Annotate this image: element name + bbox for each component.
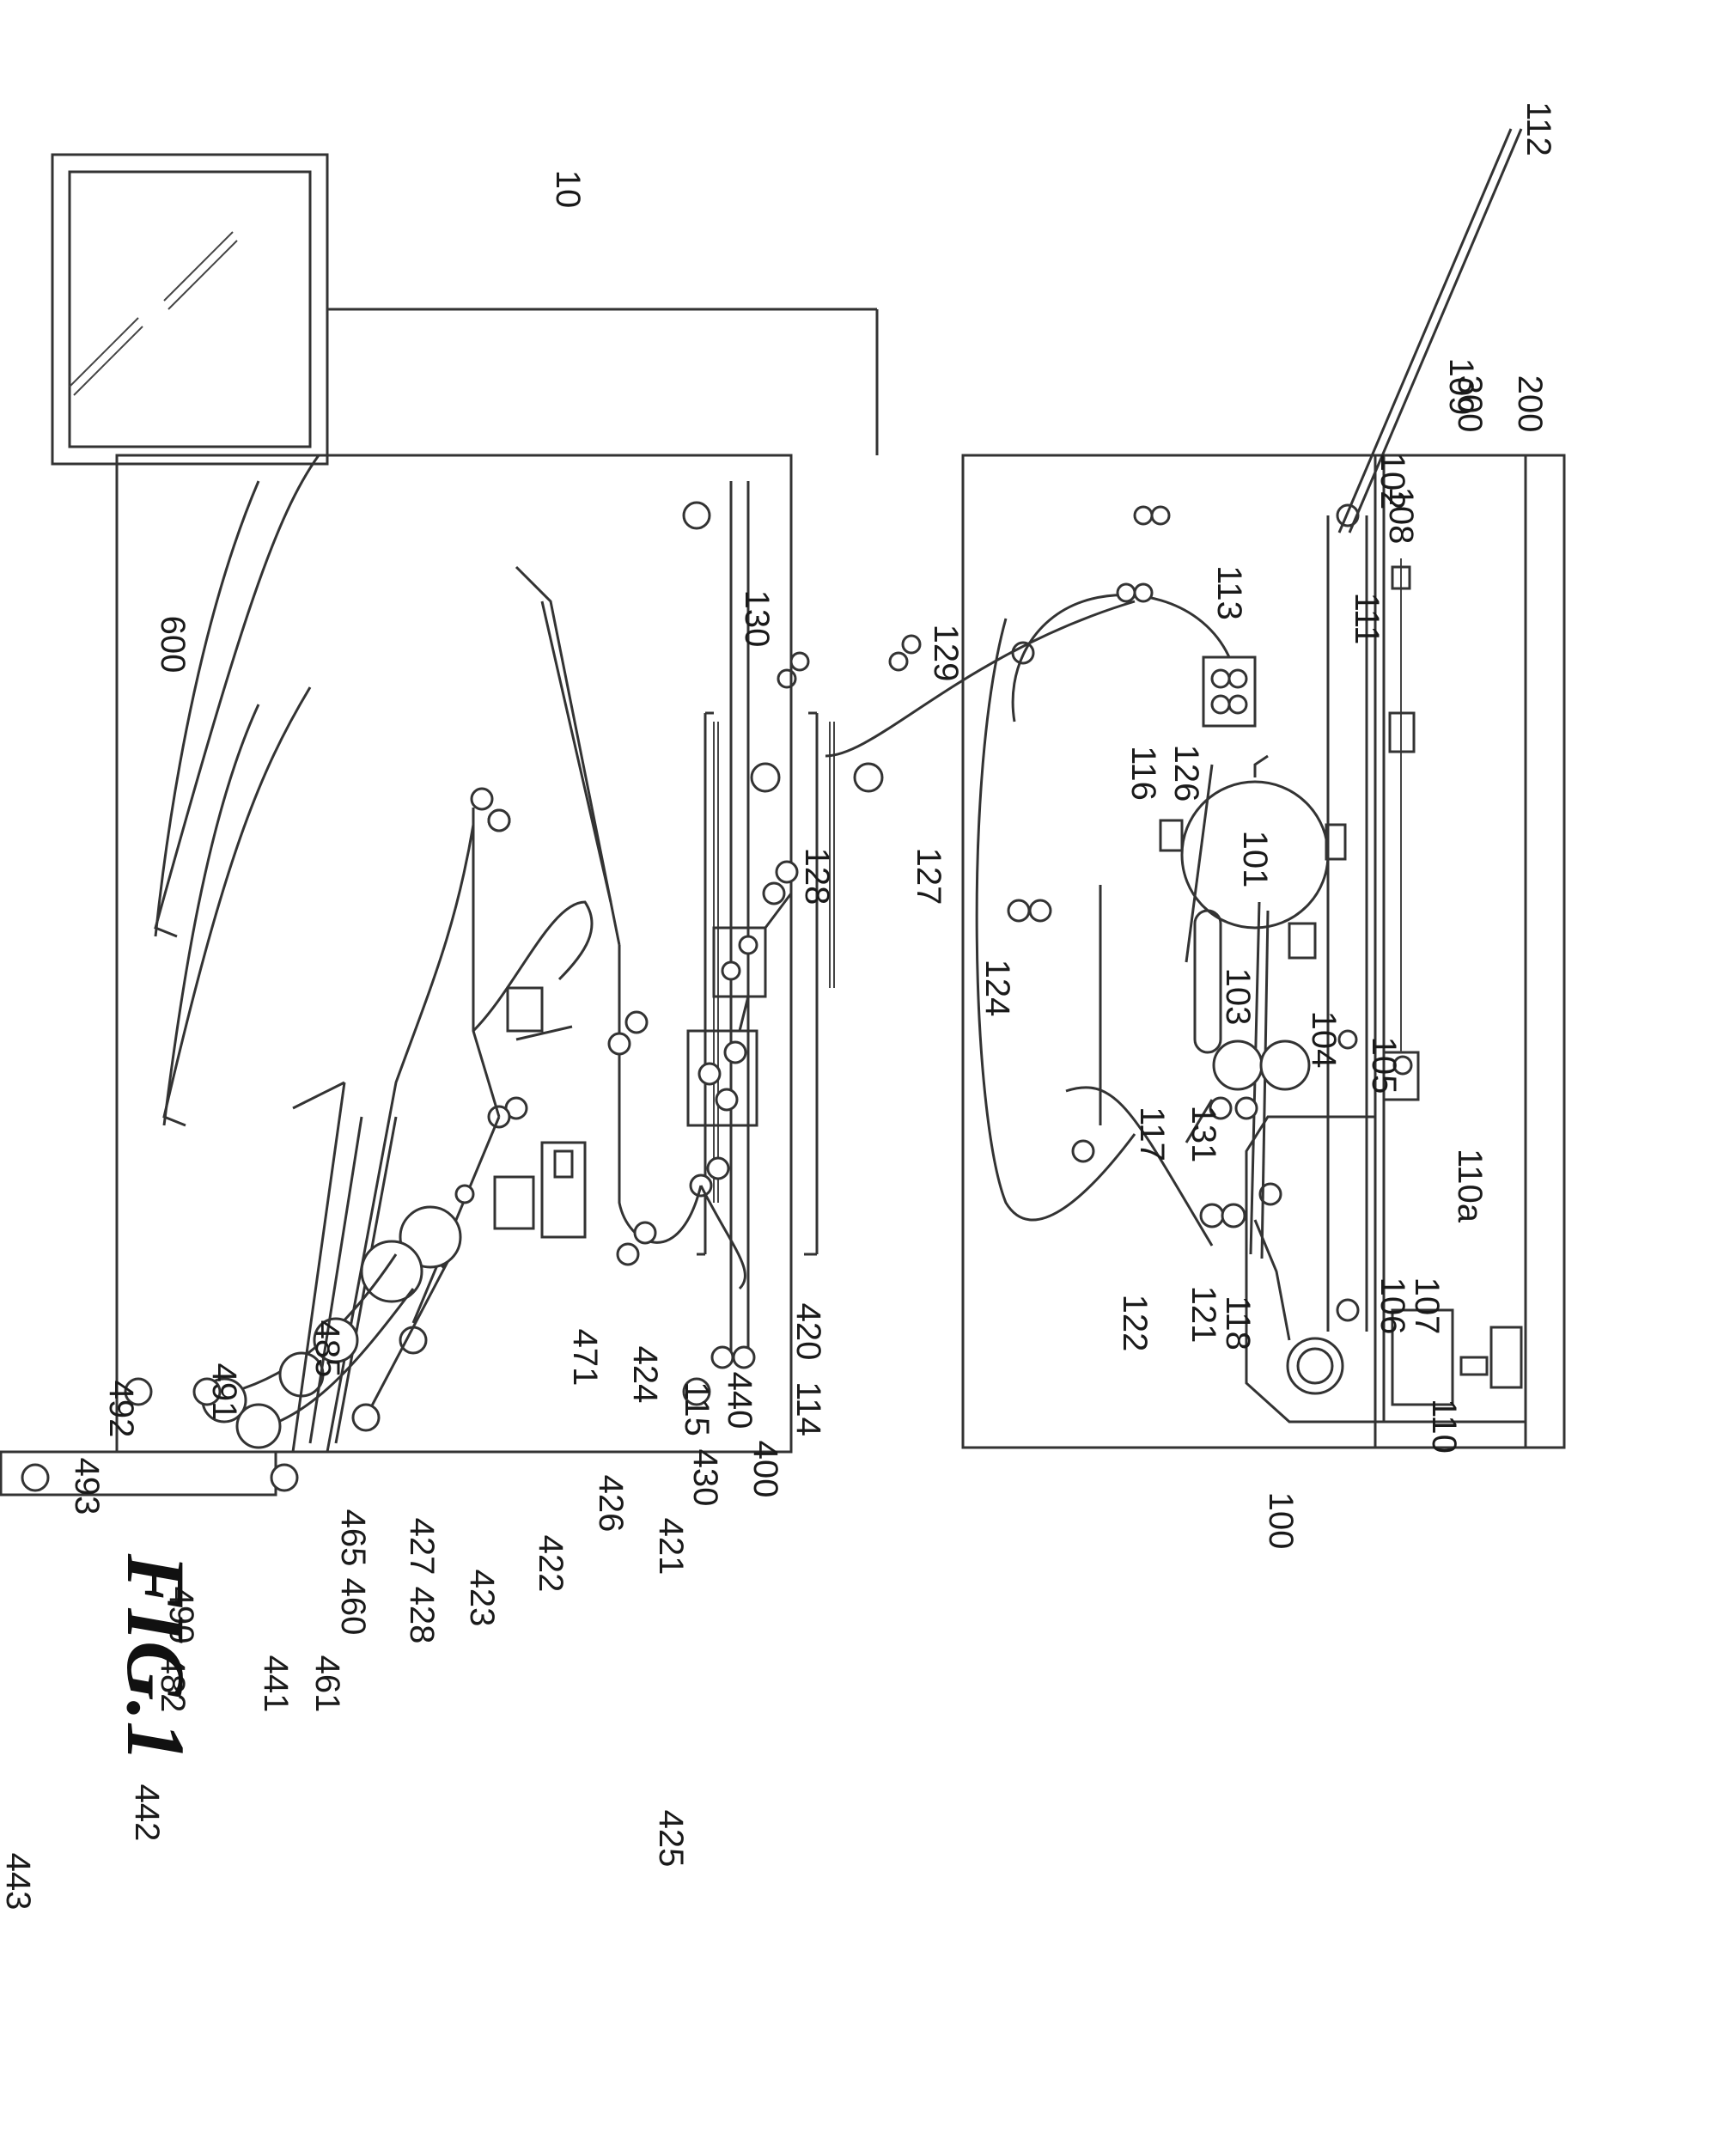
label-105: 105 [1367, 1037, 1401, 1094]
label-440: 440 [722, 1372, 757, 1430]
label-116: 116 [1126, 746, 1160, 801]
stapler-460 [542, 1143, 585, 1237]
label-492: 492 [104, 1381, 138, 1438]
label-126: 126 [1169, 745, 1203, 802]
label-130: 130 [740, 590, 774, 648]
label-493: 493 [70, 1458, 104, 1515]
label-114: 114 [791, 1381, 825, 1436]
label-200: 200 [1513, 375, 1547, 433]
label-131: 131 [1186, 1106, 1221, 1163]
unit-490 [495, 1177, 533, 1228]
unit-430 [688, 1031, 757, 1125]
label-400: 400 [748, 1441, 783, 1498]
label-129: 129 [929, 625, 963, 682]
label-471: 471 [568, 1329, 602, 1387]
tray-441 [155, 455, 319, 936]
finisher-400 [117, 455, 791, 1452]
label-103: 103 [1221, 968, 1255, 1026]
path-423 [473, 902, 592, 1031]
label-423: 423 [465, 1570, 499, 1627]
monitor-600 [52, 155, 327, 464]
label-443: 443 [1, 1853, 35, 1911]
label-425: 425 [654, 1810, 688, 1868]
figure-title: FIG.1 [114, 1554, 197, 1763]
label-106: 106 [1375, 1277, 1410, 1335]
label-465: 465 [336, 1509, 370, 1567]
label-128: 128 [800, 848, 834, 905]
label-420: 420 [791, 1303, 825, 1361]
label-101: 101 [1238, 831, 1272, 888]
label-113: 113 [1212, 565, 1246, 620]
label-461: 461 [310, 1655, 344, 1713]
label-111: 111 [1349, 593, 1384, 645]
label-424: 424 [628, 1346, 662, 1404]
tray-442 [164, 687, 310, 1125]
flapper-427 [516, 1027, 572, 1039]
fixing-roller-131 [1214, 1041, 1262, 1089]
label-108: 108 [1384, 487, 1418, 545]
label-300: 300 [1453, 375, 1487, 433]
label-107: 107 [1410, 1277, 1444, 1335]
label-430: 430 [688, 1449, 722, 1507]
label-122: 122 [1118, 1295, 1152, 1352]
unit-126 [1203, 657, 1255, 726]
path-426 [701, 1186, 745, 1289]
printer-body-300 [963, 455, 1564, 1448]
label-485: 485 [310, 1320, 344, 1378]
label-110a: 110a [1453, 1149, 1487, 1222]
label-441: 441 [259, 1655, 293, 1713]
label-460: 460 [336, 1578, 370, 1636]
label-491: 491 [207, 1363, 241, 1421]
transfer-belt-117 [1195, 911, 1221, 1052]
label-427: 427 [405, 1518, 439, 1576]
label-421: 421 [654, 1518, 688, 1576]
label-117: 117 [1135, 1106, 1169, 1161]
label-124: 124 [980, 960, 1014, 1017]
unit-491 [508, 988, 542, 1031]
label-100: 100 [1264, 1492, 1298, 1550]
label-428: 428 [405, 1587, 439, 1644]
label-115: 115 [679, 1381, 714, 1436]
label-121: 121 [1186, 1286, 1221, 1344]
label-110: 110 [1427, 1399, 1461, 1454]
label-104: 104 [1307, 1011, 1341, 1069]
duplex-path-124 [977, 619, 1135, 1220]
unit-440 [714, 928, 765, 997]
label-600: 600 [155, 616, 190, 674]
label-112: 112 [1521, 101, 1556, 156]
label-10: 10 [551, 170, 585, 209]
label-127: 127 [911, 848, 946, 905]
label-426: 426 [594, 1475, 628, 1533]
label-118: 118 [1221, 1295, 1255, 1350]
label-442: 442 [130, 1784, 164, 1842]
label-422: 422 [533, 1535, 568, 1593]
